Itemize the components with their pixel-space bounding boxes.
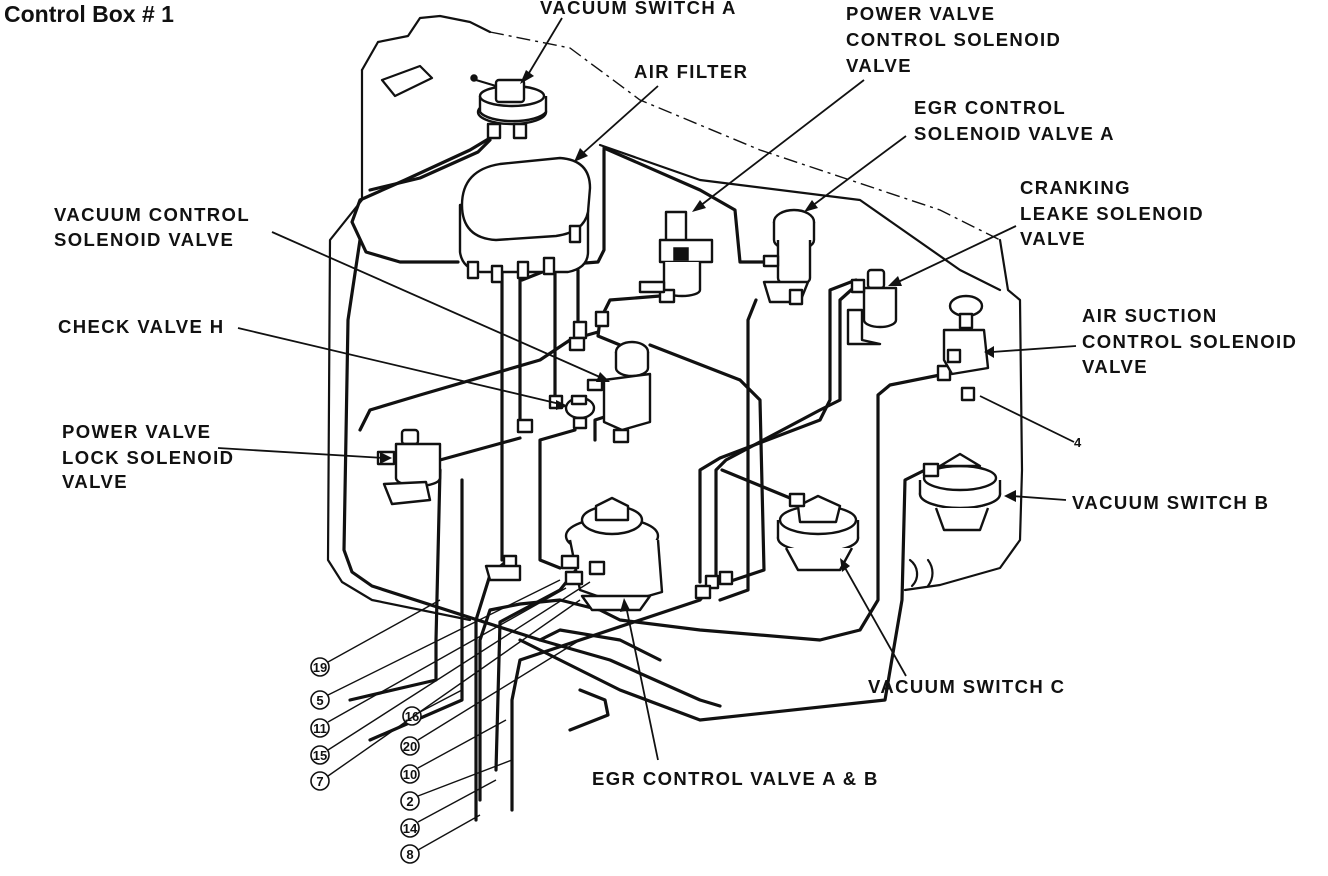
vacuum-switch-c <box>776 492 860 572</box>
hose-number: 11 <box>313 721 327 736</box>
air-suction-control-solenoid-valve <box>942 294 990 376</box>
check-valve-h <box>564 394 596 430</box>
hose-number: 8 <box>406 847 413 862</box>
power-valve-lock-solenoid-valve <box>376 428 442 506</box>
label-vacuum-switch-b: VACUUM SWITCH B <box>1072 492 1269 513</box>
hose-number: 19 <box>313 660 327 675</box>
labels: VACUUM SWITCH A AIR FILTER POWER VALVE C… <box>54 0 1304 789</box>
egr-control-valve-a-b <box>484 496 664 612</box>
label-power-valve-control: POWER VALVE CONTROL SOLENOID VALVE <box>846 3 1068 76</box>
label-egr-control-a: EGR CONTROL SOLENOID VALVE A <box>914 97 1115 144</box>
egr-control-solenoid-valve-a <box>762 208 816 306</box>
vacuum-switch-a <box>470 74 548 140</box>
power-valve-control-solenoid-valve <box>638 210 714 304</box>
vacuum-control-solenoid-valve <box>586 340 652 444</box>
vacuum-switch-b <box>918 452 1002 532</box>
label-vacuum-switch-a: VACUUM SWITCH A <box>540 0 737 18</box>
hose-number: 20 <box>403 739 417 754</box>
hose-number: 15 <box>313 748 327 763</box>
label-vacuum-control: VACUUM CONTROL SOLENOID VALVE <box>54 204 256 250</box>
label-check-valve-h: CHECK VALVE H <box>58 316 225 337</box>
label-vacuum-switch-c: VACUUM SWITCH C <box>868 676 1065 697</box>
label-air-filter: AIR FILTER <box>634 61 748 82</box>
hose-number: 2 <box>406 794 413 809</box>
label-air-suction: AIR SUCTION CONTROL SOLENOID VALVE <box>1082 305 1304 377</box>
hose-number: 7 <box>316 774 323 789</box>
hose-number-leaders <box>327 579 591 851</box>
label-egr-control-ab: EGR CONTROL VALVE A & B <box>592 768 879 789</box>
diagram-title: Control Box # 1 <box>4 1 174 27</box>
label-cranking-leak: CRANKING LEAKE SOLENOID VALVE <box>1020 177 1211 249</box>
cranking-leak-solenoid-valve <box>846 268 898 346</box>
hose-number: 5 <box>316 693 323 708</box>
air-filter <box>458 156 592 284</box>
hose-number: 14 <box>403 821 418 836</box>
hose-number-markers: 19 5 11 15 7 16 20 10 2 14 8 <box>310 657 422 864</box>
hose-number: 10 <box>403 767 417 782</box>
label-power-valve-lock: POWER VALVE LOCK SOLENOID VALVE <box>62 421 241 492</box>
port-tag: 4 <box>1074 435 1082 450</box>
leader-lines <box>217 17 1077 761</box>
